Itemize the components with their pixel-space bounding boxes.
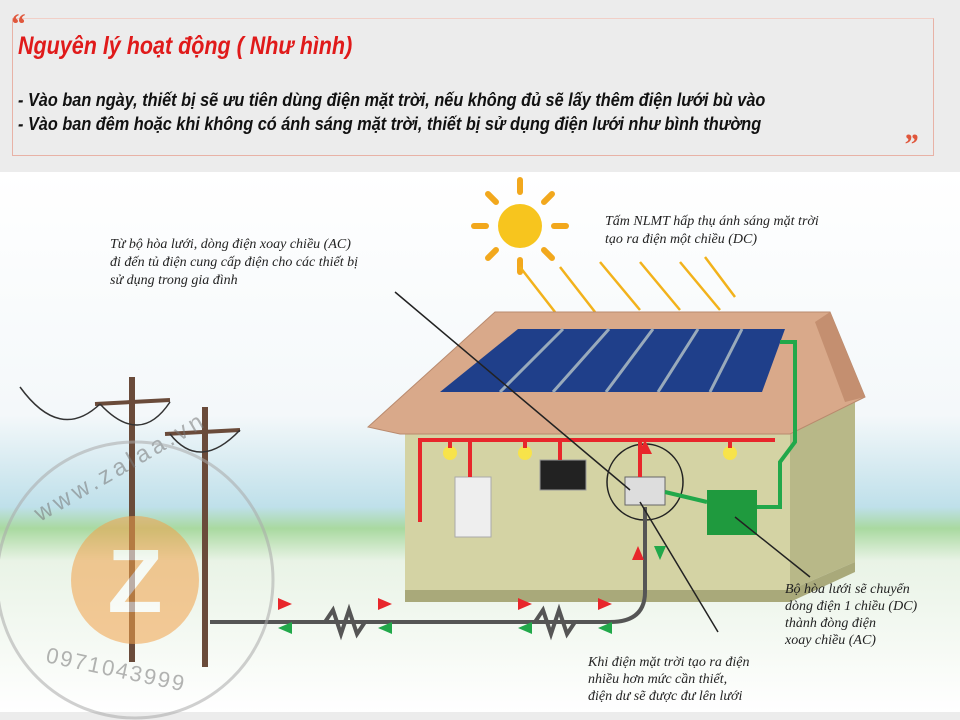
solar-diagram: Từ bộ hòa lưới, dòng điện xoay chiều (AC… — [0, 172, 960, 720]
svg-text:Bộ hòa lưới sẽ chuyển: Bộ hòa lưới sẽ chuyển — [785, 582, 910, 597]
light-bulb-icons — [443, 446, 737, 460]
description-line-day: - Vào ban ngày, thiết bị sẽ ưu tiên dùng… — [18, 89, 766, 110]
wiring — [210, 340, 797, 641]
svg-text:dòng điện 1 chiều (DC): dòng điện 1 chiều (DC) — [785, 599, 918, 614]
note-ac: Từ bộ hòa lưới, dòng điện xoay chiều (AC… — [110, 237, 358, 288]
svg-text:Z: Z — [108, 532, 163, 632]
close-quote-mark: ” — [903, 128, 918, 161]
sunlight-rays — [519, 256, 736, 313]
svg-text:xoay chiều (AC): xoay chiều (AC) — [784, 633, 876, 648]
svg-text:nhiều hơn mức cần thiết,: nhiều hơn mức cần thiết, — [588, 672, 727, 687]
svg-text:Tấm NLMT hấp thụ ánh sáng mặt: Tấm NLMT hấp thụ ánh sáng mặt trời — [605, 214, 819, 229]
note-inverter: Bộ hòa lưới sẽ chuyển dòng điện 1 chiều … — [784, 582, 918, 648]
svg-text:thành đòng điện: thành đòng điện — [785, 616, 876, 631]
solar-panels — [440, 329, 785, 392]
page-title: Nguyên lý hoạt động ( Như hình) — [18, 32, 353, 60]
flow-arrows — [278, 440, 666, 634]
fridge-icon — [454, 476, 492, 538]
callout-lines — [394, 291, 811, 633]
distribution-board — [624, 476, 666, 506]
note-grid: Khi điện mặt trời tạo ra điện nhiều hơn … — [587, 655, 749, 704]
svg-text:Khi điện mặt trời tạo ra điện: Khi điện mặt trời tạo ra điện — [587, 655, 749, 670]
header-box — [12, 18, 934, 156]
svg-text:sử dụng trong gia đình: sử dụng trong gia đình — [110, 273, 238, 288]
tv-icon — [539, 459, 587, 491]
sun-icon — [471, 177, 569, 275]
svg-text:tạo ra điện một chiều (DC): tạo ra điện một chiều (DC) — [605, 232, 757, 247]
description-line-night: - Vào ban đêm hoặc khi không có ánh sáng… — [18, 113, 762, 134]
svg-text:điện dư sẽ được đư lên lưới: điện dư sẽ được đư lên lưới — [588, 689, 742, 704]
svg-text:đi đến tủ điện cung cấp điện c: đi đến tủ điện cung cấp điện cho các thi… — [110, 255, 358, 270]
open-quote-mark: “ — [10, 8, 25, 41]
house — [366, 311, 866, 602]
svg-text:Từ bộ hòa lưới, dòng điện xoay: Từ bộ hòa lưới, dòng điện xoay chiều (AC… — [110, 237, 351, 252]
note-panel: Tấm NLMT hấp thụ ánh sáng mặt trời tạo r… — [605, 214, 819, 247]
